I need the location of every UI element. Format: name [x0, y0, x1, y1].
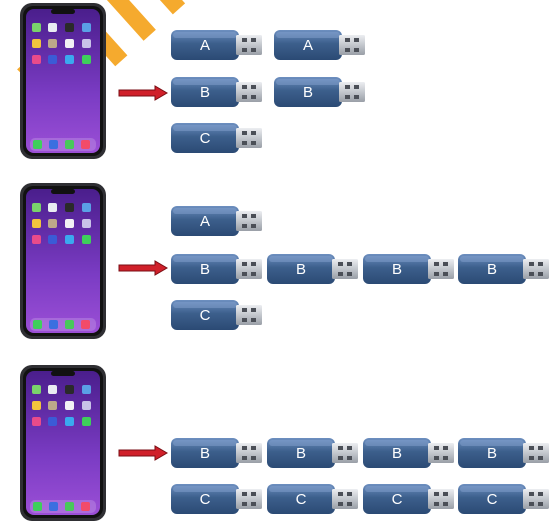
usb-drive-label: B	[199, 444, 210, 462]
usb-drive-label: C	[391, 490, 403, 508]
usb-drive: B	[170, 251, 263, 287]
usb-drive: C	[457, 481, 550, 517]
arrow-right-icon	[117, 84, 169, 102]
usb-drive-label: C	[199, 490, 211, 508]
phone-icon	[18, 2, 108, 160]
usb-drive: C	[170, 120, 263, 156]
usb-drive: A	[170, 203, 263, 239]
usb-drive-label: C	[199, 129, 211, 147]
usb-drive-label: C	[295, 490, 307, 508]
usb-drive: B	[457, 251, 550, 287]
usb-drive: B	[170, 74, 263, 110]
usb-drive-label: B	[391, 444, 402, 462]
usb-drive-label: A	[199, 212, 210, 230]
usb-drive-label: B	[199, 260, 210, 278]
phone-icon	[18, 364, 108, 522]
usb-drive-label: B	[295, 260, 306, 278]
usb-drive: C	[170, 297, 263, 333]
usb-drive-label: B	[199, 83, 210, 101]
usb-drive: C	[266, 481, 359, 517]
usb-drive-label: A	[199, 36, 210, 54]
usb-drive-label: C	[199, 306, 211, 324]
usb-drive: C	[362, 481, 455, 517]
usb-drive: B	[362, 435, 455, 471]
usb-drive: B	[457, 435, 550, 471]
usb-drive: B	[266, 251, 359, 287]
usb-drive-label: B	[486, 260, 497, 278]
usb-drive-label: C	[486, 490, 498, 508]
usb-drive: B	[266, 435, 359, 471]
arrow-right-icon	[117, 444, 169, 462]
arrow-right-icon	[117, 259, 169, 277]
usb-drive: A	[273, 27, 366, 63]
usb-drive: C	[170, 481, 263, 517]
usb-drive-label: B	[486, 444, 497, 462]
usb-drive: B	[170, 435, 263, 471]
usb-drive-label: B	[302, 83, 313, 101]
usb-drive: B	[362, 251, 455, 287]
phone-icon	[18, 182, 108, 340]
usb-drive-label: B	[391, 260, 402, 278]
usb-drive-label: A	[302, 36, 313, 54]
usb-drive-label: B	[295, 444, 306, 462]
usb-drive: A	[170, 27, 263, 63]
usb-drive: B	[273, 74, 366, 110]
